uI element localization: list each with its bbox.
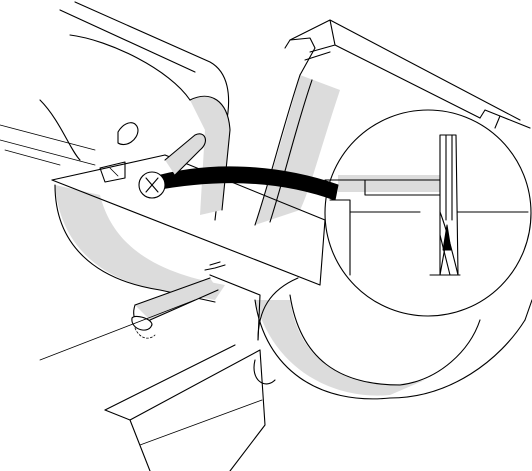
paper-guide xyxy=(39,299,266,471)
platen-frame xyxy=(254,19,532,400)
screwdriver-icon xyxy=(429,134,461,276)
housing-hole xyxy=(117,122,139,146)
printer-housing xyxy=(0,1,231,221)
callout-pointer xyxy=(149,166,339,201)
magnifier-callout-icon xyxy=(324,109,532,317)
adjustment-screw-icon xyxy=(99,133,206,199)
front-bar xyxy=(51,154,326,385)
